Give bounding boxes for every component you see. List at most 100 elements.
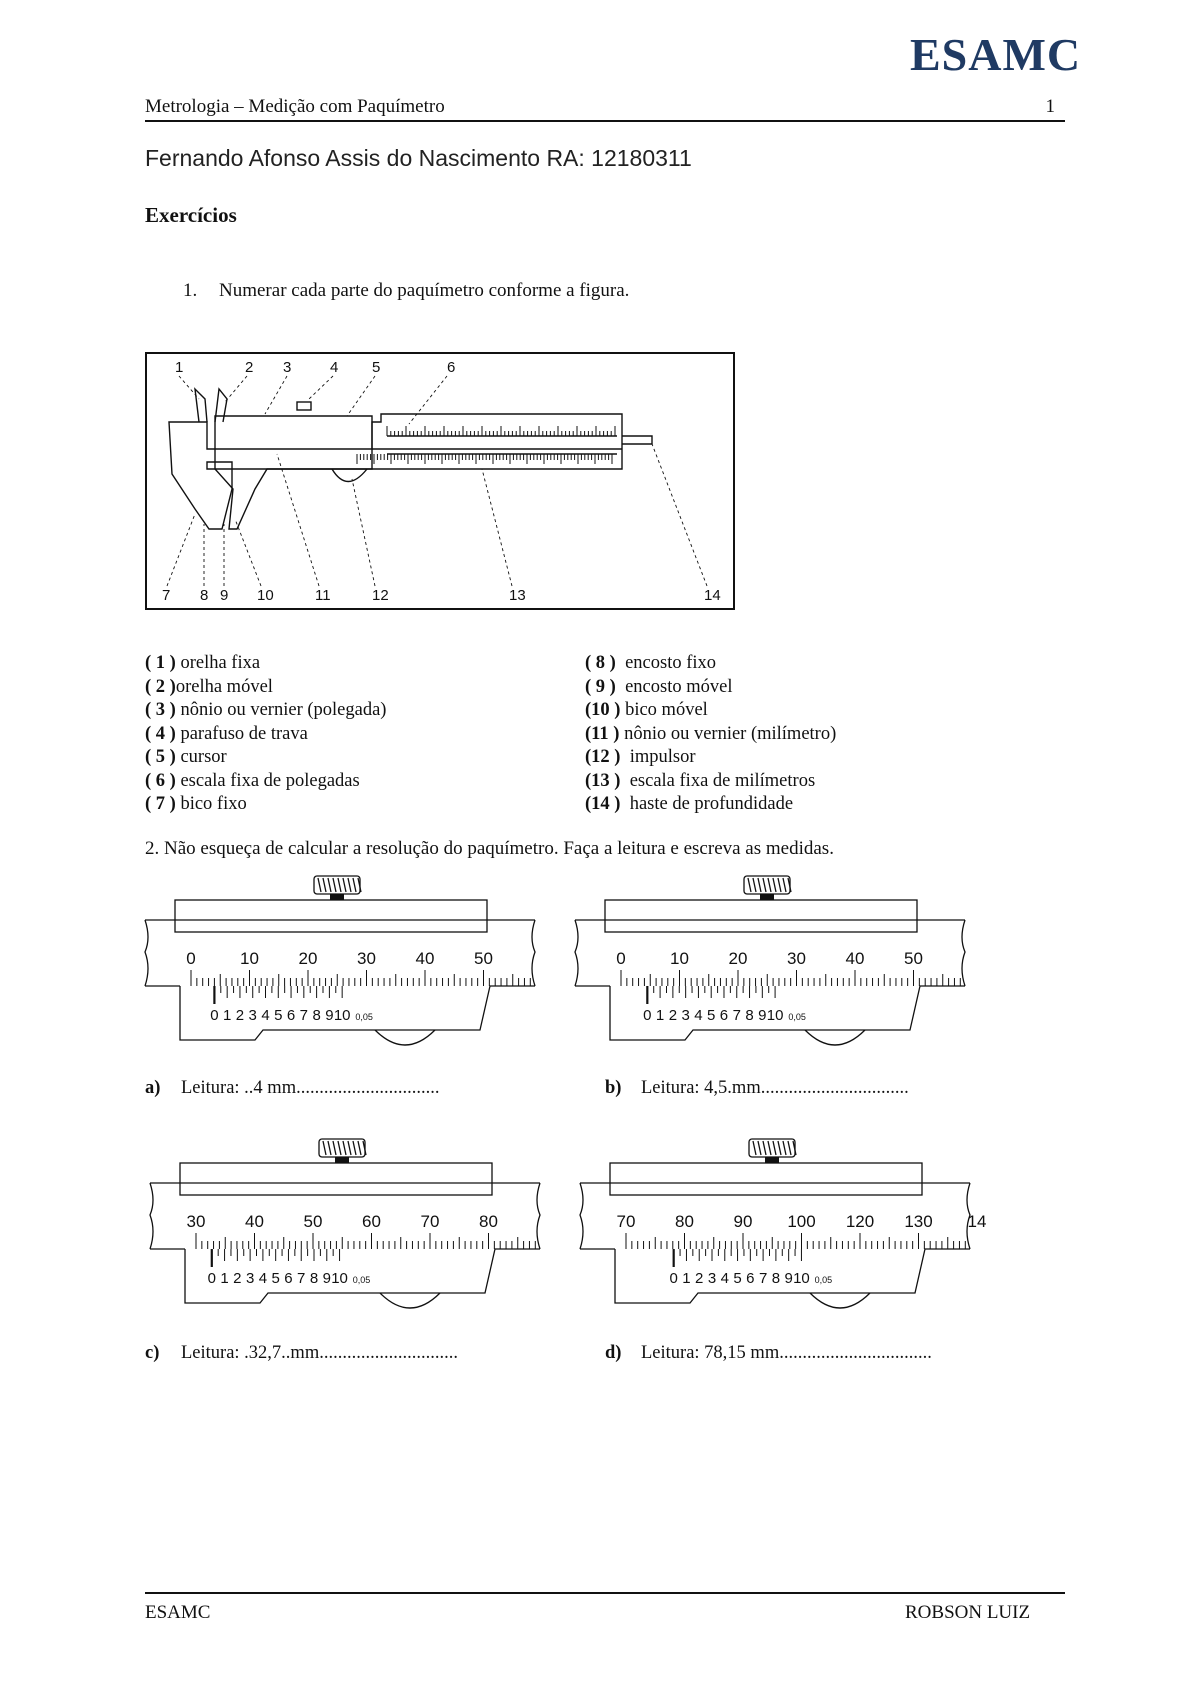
legend-item-text: orelha móvel (175, 676, 273, 697)
legend-item-text: encosto fixo (615, 653, 717, 673)
legend-item-number: ( 9 ) (585, 676, 616, 697)
reading-value[interactable]: Leitura: ..4 mm.........................… (181, 1078, 440, 1098)
legend-item-number: (14 ) (585, 794, 621, 814)
main-scale-label: 20 (299, 949, 318, 968)
figure-part-number: 4 (330, 359, 338, 376)
impulsor-wheel (374, 1029, 436, 1046)
legend-item-text: escala fixa de milímetros (620, 770, 816, 791)
vernier-label: 6 (284, 1270, 292, 1287)
screw-base (335, 1157, 349, 1163)
legend-item-text: bico móvel (620, 700, 708, 720)
cursor-top-bar (174, 899, 488, 933)
footer-left: ESAMC (145, 1602, 211, 1623)
figure-part-number: 2 (245, 359, 253, 376)
vernier-label: 9 (323, 1270, 331, 1287)
figure-part-number: 11 (315, 587, 331, 604)
main-scale-label: 40 (416, 949, 435, 968)
legend-item: ( 3 ) nônio ou vernier (polegada) (145, 699, 386, 723)
vernier-label: 2 (236, 1007, 244, 1024)
legend-item-number: (13 ) (585, 770, 621, 791)
vernier-label: 9 (758, 1007, 766, 1024)
vernier-label: 6 (720, 1007, 728, 1024)
vernier-label: 2 (669, 1007, 677, 1024)
main-scale-label: 10 (240, 949, 259, 968)
main-scale-label: 14 (968, 1212, 987, 1231)
vernier-unit-label: 0,05 (815, 1275, 833, 1285)
leader-line (351, 478, 376, 587)
reading-answer: d) Leitura: 78,15 mm.....................… (605, 1343, 932, 1364)
legend-item: ( 8 ) encosto fixo (585, 652, 836, 676)
header-rule (145, 120, 1065, 122)
legend-item-text: encosto móvel (615, 676, 733, 697)
legend-item-text: escala fixa de polegadas (175, 770, 360, 791)
figure-part-number: 10 (257, 587, 274, 604)
vernier-label: 2 (695, 1270, 703, 1287)
reading-letter: d) (605, 1343, 622, 1363)
main-scale-label: 50 (304, 1212, 323, 1231)
vernier-label: 7 (733, 1007, 741, 1024)
legend-item-number: (12 ) (585, 747, 621, 767)
main-scale-label: 70 (421, 1212, 440, 1231)
legend-item-number: ( 6 ) (145, 770, 176, 791)
legend-right: ( 8 ) encosto fixo( 9 ) encosto móvel(10… (585, 652, 836, 817)
reading-value[interactable]: Leitura: 4,5.mm.........................… (641, 1078, 909, 1098)
main-scale-label: 50 (474, 949, 493, 968)
vernier-label: 10 (334, 1007, 351, 1024)
vernier-label: 0 (643, 1007, 651, 1024)
vernier-label: 0 (210, 1007, 218, 1024)
vernier-unit-label: 0,05 (353, 1275, 371, 1285)
vernier-unit-label: 0,05 (788, 1012, 806, 1022)
legend-item-text: nônio ou vernier (milímetro) (619, 723, 837, 744)
vernier-label: 1 (656, 1007, 664, 1024)
header-title: Metrologia – Medição com Paquímetro (145, 96, 445, 117)
vernier-label: 8 (772, 1270, 780, 1287)
reading-answer: c) Leitura: .32,7..mm....................… (145, 1343, 458, 1364)
main-scale-label: 60 (362, 1212, 381, 1231)
reading-value[interactable]: Leitura: .32,7..mm......................… (181, 1343, 458, 1363)
leader-line (308, 375, 334, 400)
main-scale-label: 90 (734, 1212, 753, 1231)
vernier-plate (179, 985, 535, 1041)
legend-item-text: bico fixo (175, 794, 247, 814)
vernier-label: 5 (707, 1007, 715, 1024)
vernier-label: 10 (767, 1007, 784, 1024)
vernier-label: 3 (681, 1007, 689, 1024)
vernier-label: 9 (325, 1007, 333, 1024)
legend-item-number: ( 1 ) (145, 653, 176, 673)
leader-line (346, 375, 376, 417)
figure-part-number: 7 (162, 587, 170, 604)
vernier-plate (614, 1248, 970, 1304)
section-title: Exercícios (145, 203, 237, 227)
legend-item-text: impulsor (620, 747, 696, 767)
vernier-label: 5 (272, 1270, 280, 1287)
legend-item-number: ( 4 ) (145, 723, 176, 744)
main-scale-label: 80 (675, 1212, 694, 1231)
vernier-label: 3 (246, 1270, 254, 1287)
main-scale-label: 30 (187, 1212, 206, 1231)
cursor-top-bar (609, 1162, 923, 1196)
reading-letter: c) (145, 1343, 160, 1363)
leader-line (178, 375, 200, 400)
vernier-label: 6 (287, 1007, 295, 1024)
vernier-label: 4 (261, 1007, 269, 1024)
legend-item-text: orelha fixa (175, 653, 261, 673)
main-scale-label: 30 (357, 949, 376, 968)
main-scale-label: 130 (904, 1212, 932, 1231)
vernier-label: 3 (249, 1007, 257, 1024)
vernier-label: 9 (784, 1270, 792, 1287)
footer-right: ROBSON LUIZ (905, 1602, 1031, 1623)
screw-base (330, 894, 344, 900)
reading-value[interactable]: Leitura: 78,15 mm.......................… (641, 1343, 932, 1363)
legend-item: ( 6 ) escala fixa de polegadas (145, 770, 386, 794)
reading-letter: a) (145, 1078, 161, 1098)
figure-part-number: 14 (704, 587, 721, 604)
legend-item-number: ( 5 ) (145, 747, 176, 767)
vernier-label: 1 (223, 1007, 231, 1024)
legend-item: (11 ) nônio ou vernier (milímetro) (585, 723, 836, 747)
legend-item: (12 ) impulsor (585, 746, 836, 770)
